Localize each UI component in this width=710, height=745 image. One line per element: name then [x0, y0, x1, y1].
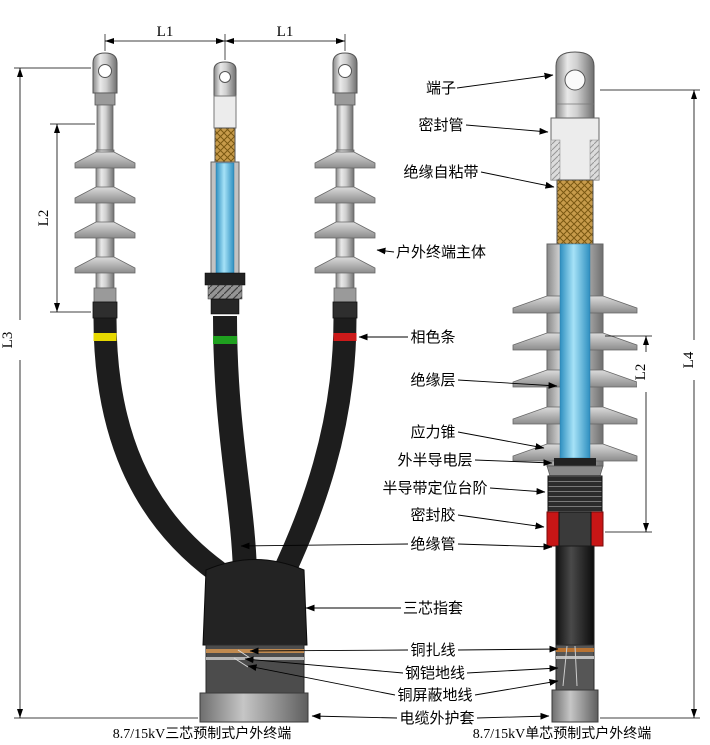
cable-outer-sheath-right	[551, 689, 599, 723]
leader-lines	[240, 72, 559, 720]
leader-steel-armor-ground-left	[244, 656, 404, 674]
label-insulating-self-adhesive-tape: 绝缘自粘带	[403, 164, 478, 181]
leader-insulation-layer	[457, 379, 558, 389]
label-outer-semiconductive-layer: 外半导电层	[397, 452, 472, 469]
cable-outer-sheath-left	[199, 692, 309, 723]
leader-copper-shield-ground-right	[474, 679, 559, 696]
three-core-cable-right	[273, 317, 357, 577]
dim-label-l2-single-core: L2	[633, 364, 649, 381]
three-core-cable-middle	[213, 315, 257, 573]
self-adhesive-tape	[556, 179, 594, 245]
dim-label-l1-right: L1	[277, 24, 294, 40]
label-insulation-layer: 绝缘层	[410, 372, 455, 389]
stress-cone-ring	[204, 272, 246, 286]
single-core-assembly	[512, 51, 638, 723]
lug-hole	[219, 71, 231, 83]
sealant-left	[546, 511, 560, 547]
label-insulating-tube: 绝缘管	[410, 536, 455, 553]
leader-outer-sheath-right	[476, 712, 550, 720]
dim-label-l4: L4	[681, 351, 697, 368]
label-sealant: 密封胶	[410, 507, 455, 524]
armor-band	[556, 656, 594, 659]
self-adhesive-tape	[214, 127, 236, 163]
dim-label-l3: L3	[0, 332, 16, 349]
insulation-core	[559, 243, 591, 459]
phase-band-green	[213, 336, 237, 344]
leader-steel-armor-ground-right	[466, 665, 559, 674]
leader-positioning-step	[489, 487, 546, 495]
positioning-step-block	[547, 475, 603, 513]
leader-tape	[480, 171, 555, 189]
finger-sleeve	[202, 559, 308, 646]
leader-insulating-tube-left	[240, 542, 409, 550]
leader-copper-binding-right	[457, 645, 559, 653]
insulation-core	[215, 162, 235, 274]
sealing-tube-hatch-right	[589, 139, 600, 181]
stress-cone-taper	[546, 465, 604, 477]
shed-terminal-left	[74, 52, 136, 319]
phase-band-red	[333, 333, 357, 341]
sealing-tube-hatch-left	[550, 139, 561, 181]
leader-stress-cone	[457, 431, 545, 450]
three-core-cable-left	[93, 317, 225, 582]
leader-outer-semiconductive	[474, 459, 553, 467]
sealant-center	[558, 511, 592, 547]
leader-copper-binding-left	[249, 647, 409, 655]
leader-insulating-tube-right	[457, 543, 553, 551]
ground-wire-marks-right	[562, 645, 578, 687]
sectioned-terminal-middle	[204, 61, 246, 315]
leader-outer-sheath-left	[311, 712, 398, 720]
label-cable-outer-sheath: 电缆外护套	[399, 710, 474, 727]
label-semiconductive-tape-positioning-step: 半导带定位台阶	[382, 480, 487, 497]
label-steel-armor-ground-wire: 钢铠地线	[405, 665, 465, 682]
leader-copper-shield-ground-left	[247, 664, 396, 696]
lug-hole	[564, 69, 586, 91]
part-labels: 端子 密封管 绝缘自粘带 户外终端主体 相色条 绝缘层 应力锥 外半导电层 半导…	[382, 80, 487, 727]
leader-terminal-lug	[456, 72, 554, 89]
label-terminal-lug: 端子	[426, 80, 456, 97]
captions: 8.7/15kV三芯预制式户外终端 8.7/15kV单芯预制式户外终端	[113, 725, 652, 742]
dimension-lines: L1 L1 L2 L3 L2 L4	[0, 24, 702, 719]
three-core-assembly	[74, 52, 376, 723]
boot-ring	[210, 298, 240, 315]
armor-band	[206, 657, 304, 660]
phase-band-yellow	[93, 333, 117, 341]
label-sealing-tube: 密封管	[418, 117, 463, 134]
leader-sealing-tube	[465, 124, 549, 135]
sealant-right	[590, 511, 604, 547]
label-three-core-finger-sleeve: 三芯指套	[403, 600, 463, 617]
dim-label-l2-three-core: L2	[36, 210, 52, 227]
dim-label-l1-left: L1	[157, 24, 174, 40]
semiconductive-ring	[207, 284, 243, 300]
shed-terminal-right	[314, 52, 376, 319]
outer-semiconductive-band	[554, 458, 596, 466]
label-copper-binding-wire: 铜扎线	[410, 642, 455, 659]
label-stress-cone: 应力锥	[410, 423, 455, 441]
leader-terminal-body	[376, 247, 395, 255]
label-copper-shield-ground-wire: 铜屏蔽地线	[397, 687, 472, 704]
label-phase-color-strip: 相色条	[410, 329, 455, 346]
leader-sealant	[457, 514, 545, 530]
caption-three-core: 8.7/15kV三芯预制式户外终端	[113, 725, 292, 742]
label-outdoor-terminal-body: 户外终端主体	[396, 244, 486, 261]
sealing-tube	[213, 95, 237, 129]
caption-single-core: 8.7/15kV单芯预制式户外终端	[473, 725, 652, 742]
